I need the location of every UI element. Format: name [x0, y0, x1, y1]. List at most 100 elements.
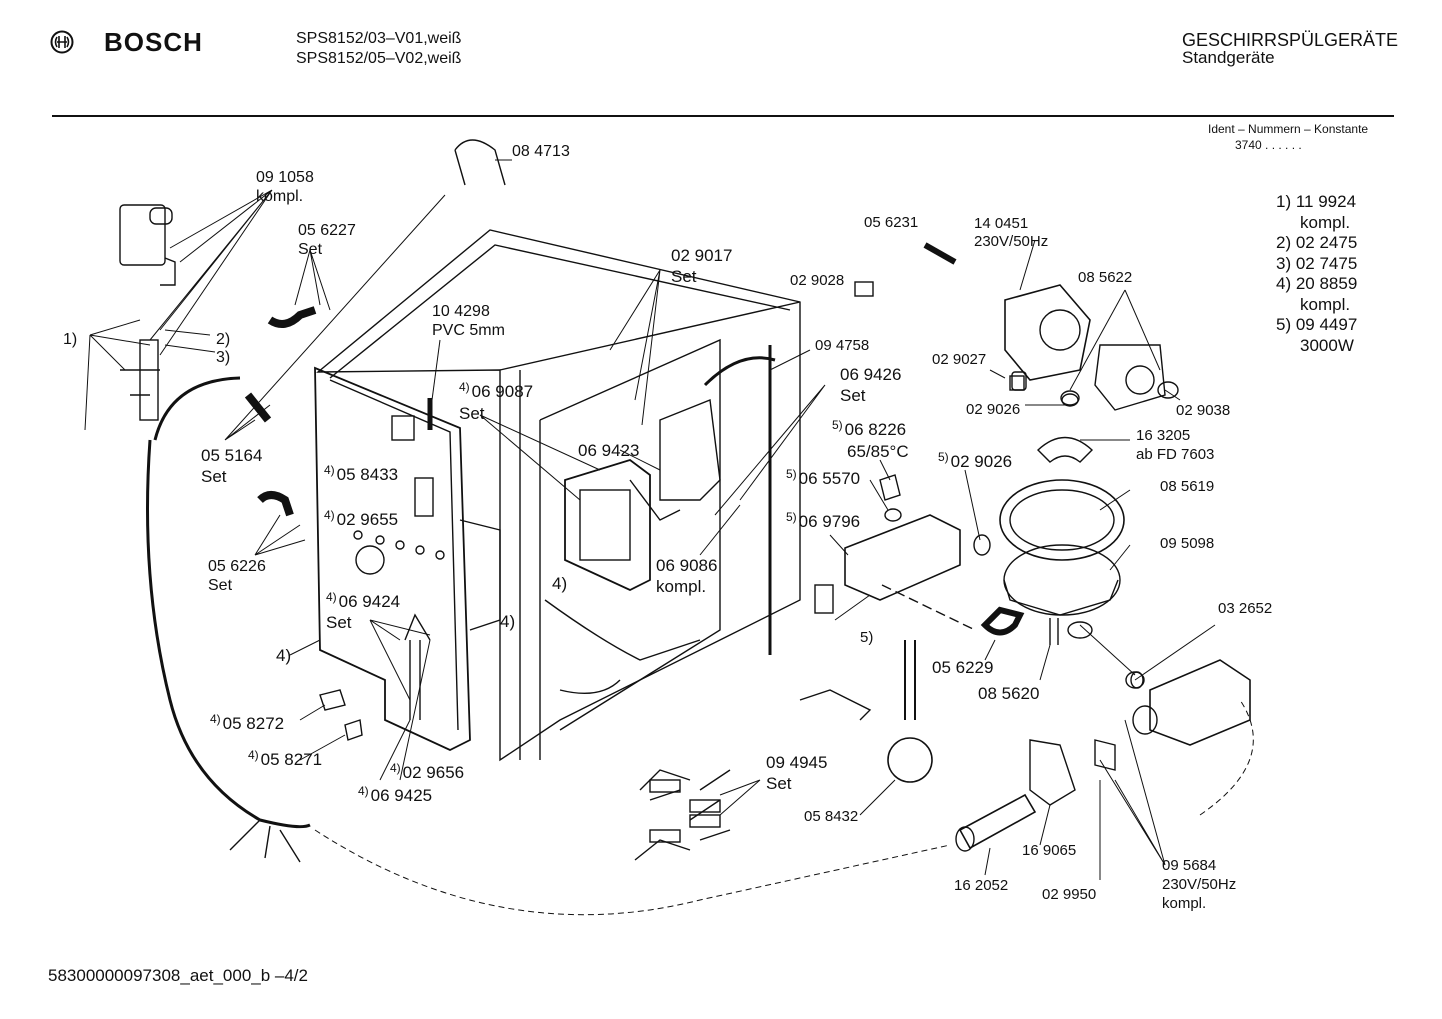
note-superscript: 5) — [786, 510, 797, 524]
part-label-qualifier: Set — [840, 386, 866, 405]
note-superscript: 4) — [358, 784, 369, 798]
part-label-qualifier: ab FD 7603 — [1136, 446, 1215, 463]
part-label: 02 9950 — [1042, 886, 1097, 903]
part-label: 08 5622 — [1078, 269, 1133, 286]
part-label: 03 2652 — [1218, 600, 1273, 617]
part-label-qualifier: 230V/50Hz — [974, 233, 1049, 250]
note-marker: 3) — [216, 349, 231, 366]
note-superscript: 4) — [210, 712, 221, 726]
pressure-switch-and-cables — [634, 640, 933, 861]
part-label-qualifier: Set — [326, 613, 352, 632]
part-label: 02 9026 — [966, 401, 1021, 418]
footnote-item: 1) 11 9924 — [1276, 192, 1357, 211]
heater-assembly — [814, 514, 1093, 645]
part-label-qualifier: PVC 5mm — [432, 322, 505, 339]
part-label: 16 2052 — [954, 877, 1009, 894]
part-label: 02 9028 — [790, 272, 845, 289]
part-label: 06 8226 — [844, 420, 907, 439]
part-label: 05 8433 — [336, 465, 399, 484]
footnote-qualifier: kompl. — [1300, 212, 1351, 232]
part-label: 10 4298 — [432, 303, 490, 320]
cabinet-frame — [316, 229, 801, 762]
part-label-qualifier: Set — [766, 774, 792, 793]
part-label: 06 9424 — [338, 592, 401, 611]
document-id-footer: 58300000097308_aet_000_b –4/2 — [48, 966, 308, 985]
model-number-1: SPS8152/03–V01,weiß — [296, 30, 462, 47]
part-label: 06 9423 — [578, 441, 640, 460]
part-label-qualifier: kompl. — [656, 577, 707, 596]
part-label: 09 4945 — [766, 753, 828, 772]
part-label-qualifier: Set — [671, 267, 697, 286]
part-label: 06 9086 — [656, 556, 718, 575]
note-marker: 4) — [276, 646, 292, 665]
footnote-qualifier: kompl. — [1300, 294, 1351, 314]
part-label: 05 6227 — [298, 222, 356, 239]
part-label-qualifier: Set — [298, 241, 323, 258]
part-label: 06 9087 — [471, 382, 534, 401]
part-label: 02 9017 — [671, 246, 733, 265]
part-label: 09 5098 — [1160, 535, 1215, 552]
part-label-qualifier: 65/85°C — [847, 442, 909, 461]
part-label: 05 6226 — [208, 558, 266, 575]
appliance-subcategory: Standgeräte — [1182, 48, 1275, 67]
part-label: 05 6231 — [864, 214, 919, 231]
note-marker: 1) — [63, 331, 78, 348]
part-label-qualifier: Set — [459, 404, 485, 423]
part-label: 02 9027 — [932, 351, 987, 368]
part-label: 06 9796 — [798, 512, 861, 531]
footnote-qualifier: 3000W — [1300, 335, 1354, 355]
part-label: 08 4713 — [512, 143, 570, 160]
part-label-qualifier: kompl. — [1162, 895, 1207, 912]
ident-label: Ident – Nummern – Konstante — [1208, 122, 1369, 136]
brand-name: BOSCH — [104, 27, 203, 57]
part-label: 09 1058 — [256, 169, 314, 186]
note-superscript: 5) — [832, 418, 843, 432]
model-number-2: SPS8152/05–V02,weiß — [296, 50, 462, 67]
note-marker: 2) — [216, 331, 231, 348]
part-label: 16 3205 — [1136, 427, 1191, 444]
part-label: 05 6229 — [932, 658, 994, 677]
part-label: 02 9038 — [1176, 402, 1231, 419]
part-label: 06 5570 — [798, 469, 861, 488]
part-label: 06 9426 — [840, 365, 902, 384]
part-label: 02 9656 — [402, 763, 465, 782]
detergent-dispenser — [564, 399, 721, 591]
footnote-item: 5) 09 4497 — [1276, 315, 1358, 334]
note-superscript: 4) — [390, 761, 401, 775]
part-label: 05 8272 — [222, 714, 285, 733]
part-label: 16 9065 — [1022, 842, 1077, 859]
ident-value: 3740 . . . . . . — [1235, 138, 1302, 152]
note-superscript: 4) — [324, 463, 335, 477]
header-divider — [52, 115, 1394, 117]
leader-lines — [84, 159, 1254, 916]
part-label: 08 5619 — [1160, 478, 1215, 495]
part-label-qualifier: Set — [208, 577, 233, 594]
part-label-qualifier: 230V/50Hz — [1162, 876, 1237, 893]
note-superscript: 4) — [324, 508, 335, 522]
appliance-category: GESCHIRRSPÜLGERÄTE — [1182, 30, 1399, 50]
part-label: 14 0451 — [974, 215, 1029, 232]
motor-pump-group — [999, 284, 1179, 616]
part-label: 09 5684 — [1162, 857, 1217, 874]
footnote-list: 1) 11 9924 kompl. 2) 02 2475 3) 02 7475 … — [1276, 192, 1357, 356]
part-label: 09 4758 — [815, 337, 870, 354]
part-label: 05 5164 — [201, 446, 263, 465]
part-label: 02 9026 — [950, 452, 1013, 471]
supply-hoses — [119, 204, 317, 863]
part-label-qualifier: Set — [201, 467, 227, 486]
note-superscript: 5) — [786, 467, 797, 481]
part-label: 08 5620 — [978, 684, 1040, 703]
note-superscript: 4) — [326, 590, 337, 604]
part-label: 05 8271 — [260, 750, 323, 769]
bosch-armature-logo-icon — [50, 30, 74, 54]
footnote-item: 2) 02 2475 — [1276, 233, 1358, 252]
door-panel — [314, 366, 501, 751]
footnote-item: 3) 02 7475 — [1276, 253, 1358, 273]
part-label-qualifier: kompl. — [256, 188, 304, 205]
note-marker: 5) — [860, 629, 874, 646]
note-marker: 4) — [500, 612, 516, 631]
note-superscript: 4) — [248, 748, 259, 762]
misc-parts — [319, 139, 1144, 741]
footnote-item: 4) 20 8859 — [1276, 274, 1358, 293]
